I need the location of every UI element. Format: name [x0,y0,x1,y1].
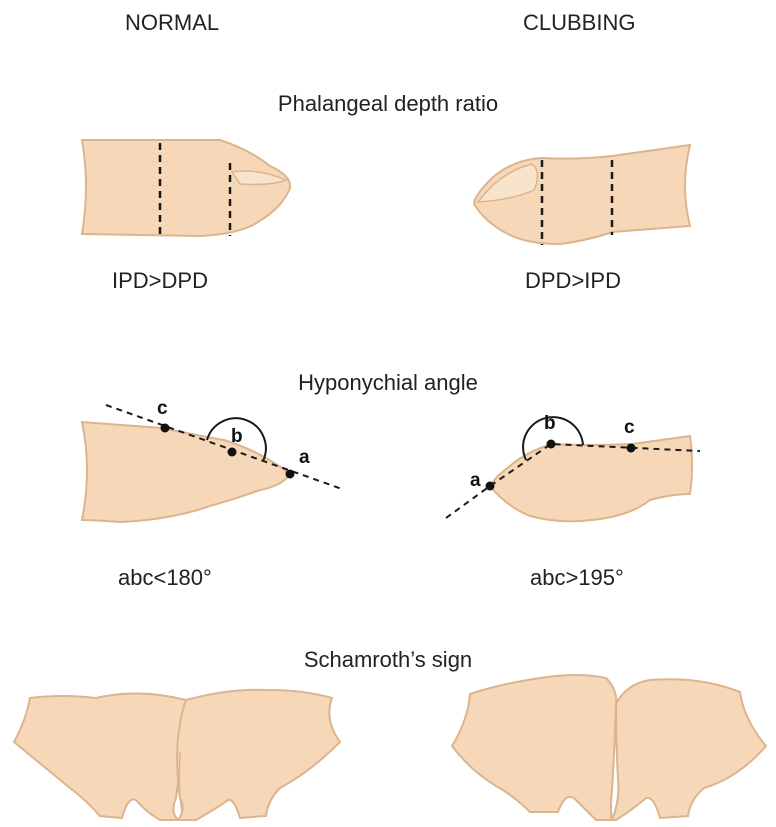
clubbing-point-b-label: b [544,414,556,434]
clubbing-hyponychial-caption: abc>195° [530,565,624,591]
clubbing-schamroth-right-finger [612,679,766,820]
clubbing-finger-hyponychial [446,417,700,521]
schamroth-sign-title: Schamroth’s sign [0,647,776,673]
normal-schamroth-left-finger [14,693,186,820]
hyponychial-angle-title: Hyponychial angle [0,370,776,396]
normal-point-b-label: b [231,427,243,447]
normal-point-a-label: a [299,448,310,468]
clubbing-point-c-label: c [624,418,635,438]
normal-schamroth-right-finger [177,690,340,820]
clubbing-finger-phalangeal [474,145,690,245]
normal-point-b [228,448,237,457]
normal-point-c-label: c [157,399,168,419]
normal-phalangeal-caption: IPD>DPD [112,268,208,294]
clubbing-phalangeal-caption: DPD>IPD [525,268,621,294]
normal-finger-outline [82,140,290,236]
clubbing-column-title: CLUBBING [523,10,635,36]
clubbing-point-b [547,440,556,449]
normal-schamroth [14,690,340,820]
normal-hyponychial-outline [82,422,290,522]
normal-point-c [161,424,170,433]
phalangeal-depth-ratio-title: Phalangeal depth ratio [0,91,776,117]
clubbing-schamroth-left-finger [452,675,616,820]
clubbing-point-a [486,482,495,491]
normal-point-a [286,470,295,479]
clubbing-point-c [627,444,636,453]
normal-column-title: NORMAL [125,10,219,36]
normal-finger-phalangeal [82,140,290,236]
clubbing-hyponychial-outline [490,436,692,521]
normal-hyponychial-caption: abc<180° [118,565,212,591]
clubbing-schamroth [452,675,766,820]
clubbing-point-a-label: a [470,471,481,491]
